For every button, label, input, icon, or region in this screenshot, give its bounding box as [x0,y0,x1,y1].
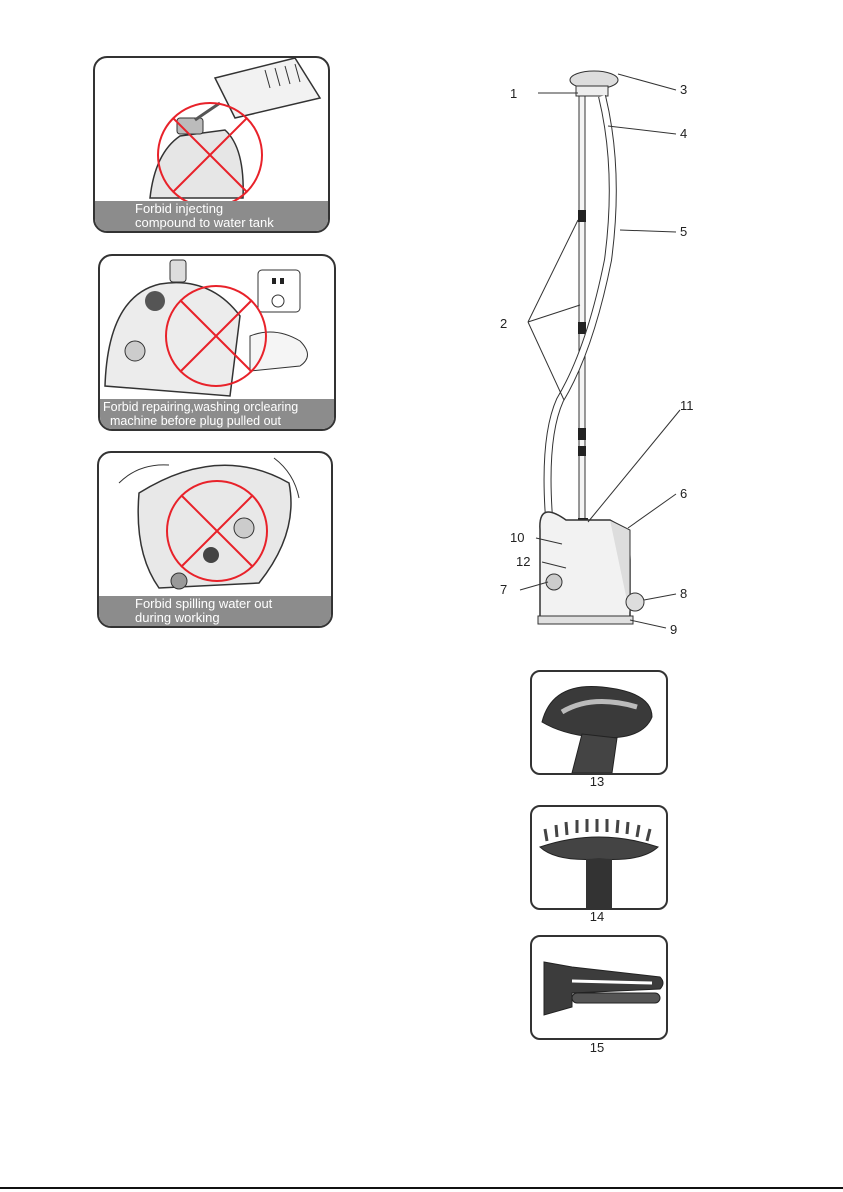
callout-12: 12 [516,554,530,569]
callout-6: 6 [680,486,687,501]
garment-steamer-diagram: 1 2 3 4 5 6 7 8 9 10 11 12 [480,60,720,640]
warning-panel-unplug: Forbid repairing,washing orclearing mach… [98,254,336,431]
bottom-rule [0,1187,843,1189]
brush-head-icon [532,672,666,773]
callout-5: 5 [680,224,687,239]
warning-caption-line-1: Forbid injecting [95,202,328,216]
accessory-13-label: 13 [577,774,617,789]
callout-1: 1 [510,86,517,101]
callout-7: 7 [500,582,507,597]
accessory-14-panel [530,805,668,910]
callout-10: 10 [510,530,524,545]
warning-caption-line-2: compound to water tank [95,216,328,230]
warning-caption: Forbid repairing,washing orclearing mach… [100,399,334,429]
warning-panel-compound: Forbid injecting compound to water tank [93,56,330,233]
callout-8: 8 [680,586,687,601]
warning-caption-line-2: machine before plug pulled out [100,414,334,428]
accessory-15-label: 15 [577,1040,617,1055]
callout-4: 4 [680,126,687,141]
warning-caption-line-1: Forbid repairing,washing orclearing [100,400,334,414]
callout-2: 2 [500,316,507,331]
accessory-14-label: 14 [577,909,617,924]
warning-panel-spill: Forbid spilling water out during working [97,451,333,628]
accessory-13-panel [530,670,668,775]
warning-caption: Forbid spilling water out during working [99,596,331,626]
callout-3: 3 [680,82,687,97]
warning-caption-line-2: during working [99,611,331,625]
bristle-brush-icon [532,807,666,908]
warning-caption: Forbid injecting compound to water tank [95,201,328,231]
crease-clip-icon [532,937,666,1038]
callout-11: 11 [680,398,694,413]
accessory-15-panel [530,935,668,1040]
callout-9: 9 [670,622,677,637]
warning-caption-line-1: Forbid spilling water out [99,597,331,611]
